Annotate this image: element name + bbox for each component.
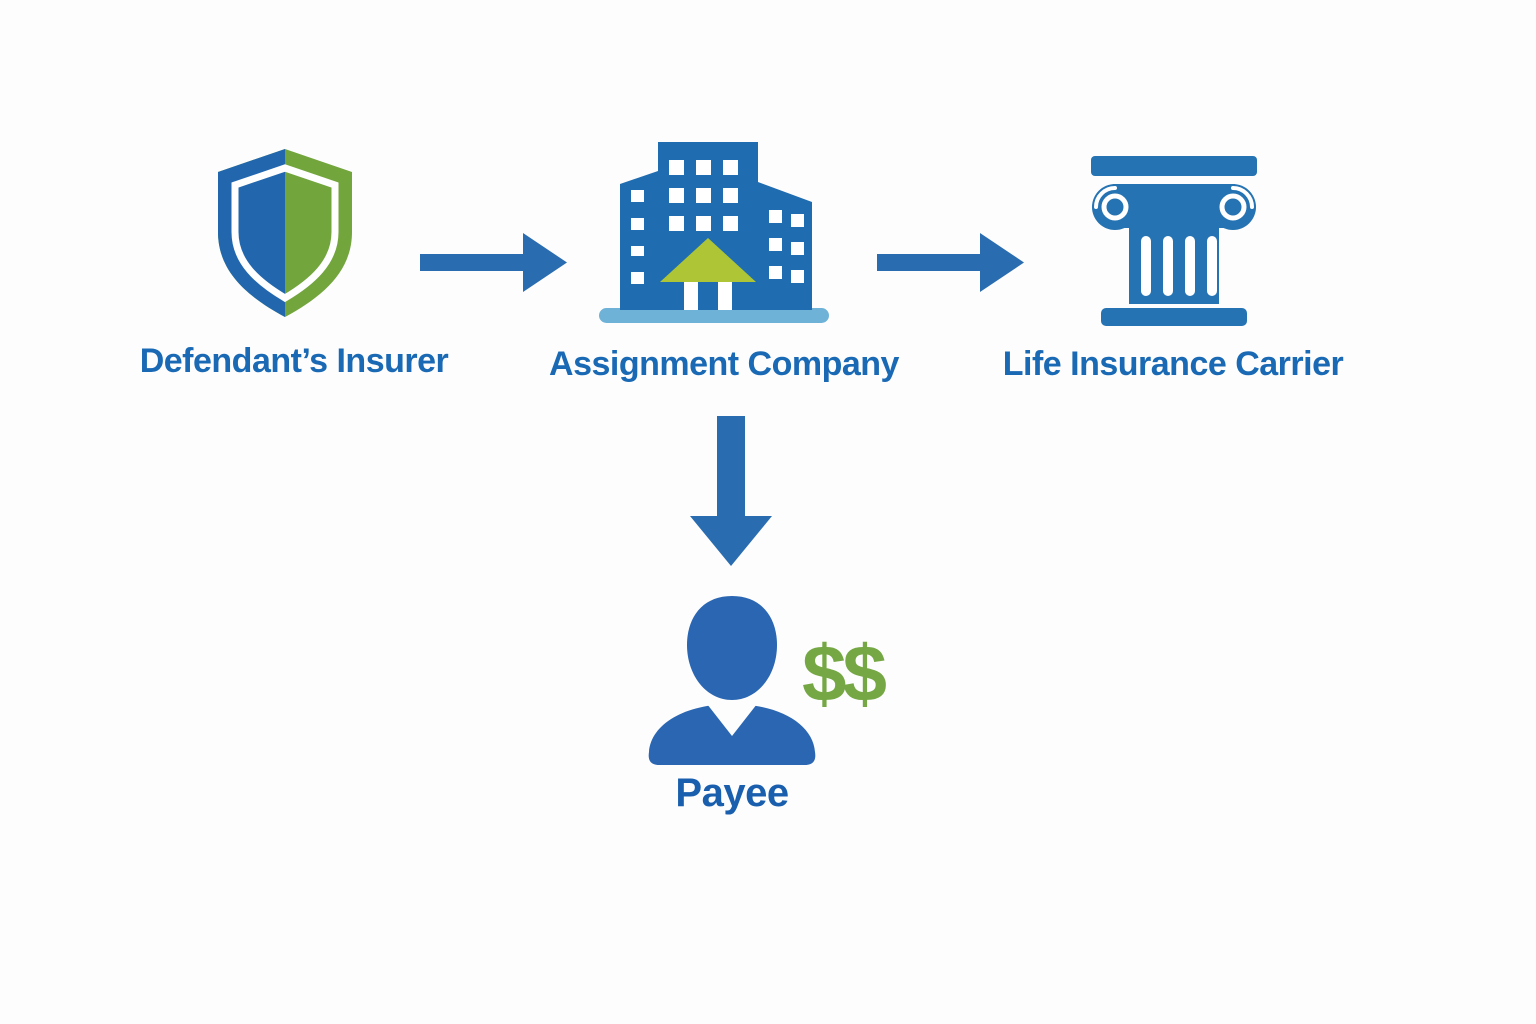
dollars-badge: $$ [802,629,887,718]
node-life-insurance-carrier [1085,150,1263,328]
node-defendants-insurer [210,146,360,320]
person-icon [645,588,820,766]
column-icon [1085,150,1263,328]
node-assignment-company [598,138,830,326]
shield-icon [210,146,360,320]
node-payee [645,588,820,766]
building-icon [598,138,830,326]
arrow-right-icon [877,233,1024,292]
arrow-right-icon [420,233,567,292]
node-label-life-insurance-carrier: Life Insurance Carrier [1002,345,1344,383]
node-label-assignment-company: Assignment Company [549,345,899,383]
node-label-payee: Payee [675,771,789,815]
node-label-defendants-insurer: Defendant’s Insurer [139,342,449,380]
arrow-down-icon [690,416,772,566]
